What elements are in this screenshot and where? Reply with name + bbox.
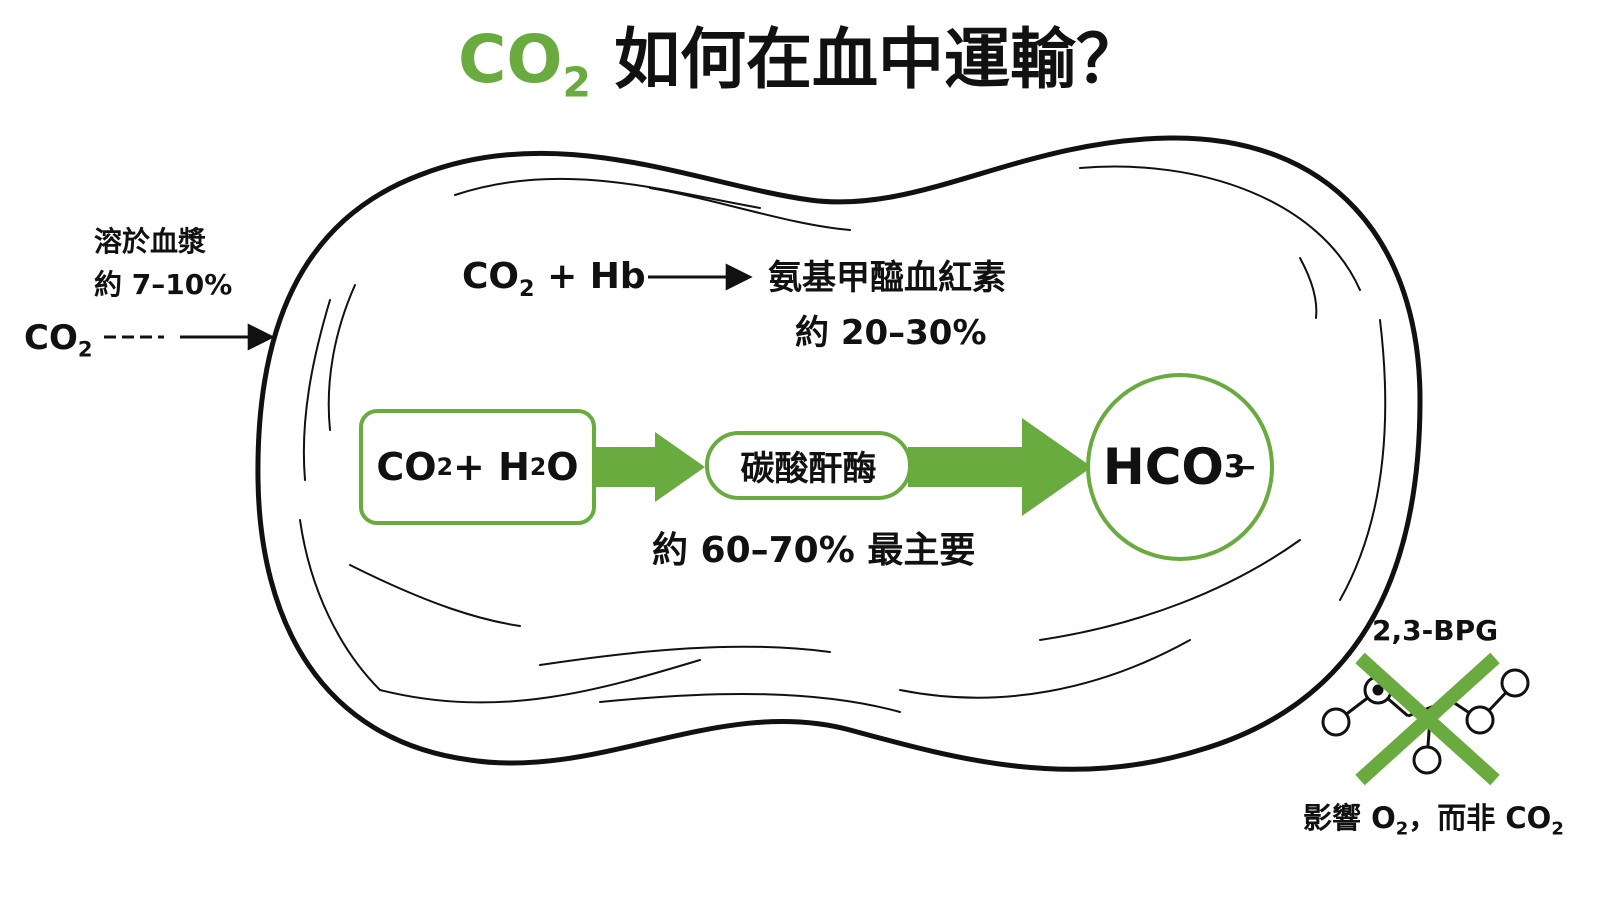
green-arrow-2 xyxy=(908,418,1092,516)
bicarbonate-circle xyxy=(1086,373,1274,561)
green-arrow-1 xyxy=(594,432,705,502)
title-text: 如何在血中運輸？ xyxy=(591,21,1142,98)
bicarbonate-percent: 約 60–70% 最主要 xyxy=(652,530,976,571)
hb-product: 氨基甲醯血紅素 xyxy=(768,258,1006,298)
page-title: CO2 如何在血中運輸？ xyxy=(0,20,1600,122)
bpg-label: 2,3-BPG xyxy=(1372,614,1499,647)
cell-contour-lines xyxy=(299,165,1387,713)
red-blood-cell-outline xyxy=(255,135,1423,772)
plasma-co2: CO2 xyxy=(24,318,93,362)
hb-percent: 約 20–30% xyxy=(795,313,987,353)
plasma-label: 溶於血漿 xyxy=(94,225,207,258)
bpg-cross-icon xyxy=(1355,652,1500,786)
reaction-box xyxy=(359,409,596,525)
enzyme-label: 碳酸酐酶 xyxy=(740,449,877,489)
hb-reaction: CO2 + Hb xyxy=(462,256,646,302)
plasma-percent: 約 7–10% xyxy=(94,268,233,301)
title-co: CO xyxy=(458,21,563,98)
bpg-note: 影響 O2，而非 CO2 xyxy=(1303,801,1564,840)
title-co-subscript: 2 xyxy=(562,58,592,107)
enzyme-pill xyxy=(705,431,912,500)
